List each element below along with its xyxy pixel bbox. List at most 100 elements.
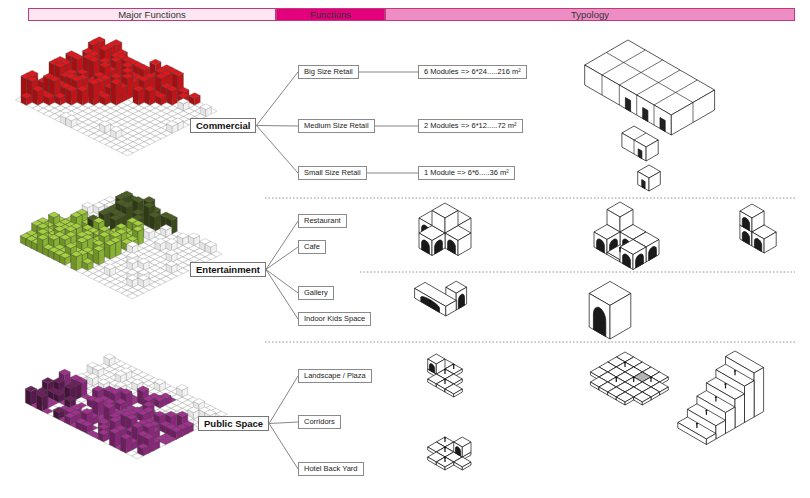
map-cell [65, 226, 76, 232]
gallery-typology [415, 281, 467, 316]
map-cell [115, 399, 126, 405]
door-opening [638, 149, 642, 159]
typology-face [638, 172, 649, 192]
map-cell [77, 69, 88, 75]
backyard-typology [428, 437, 471, 470]
person-figure [444, 371, 445, 374]
map-cell [98, 379, 109, 385]
map-cell [122, 62, 133, 68]
row-separator [360, 272, 795, 273]
arch-opening [421, 297, 440, 313]
map-cell [116, 82, 122, 106]
map-cell [160, 225, 171, 231]
typology-face [754, 368, 764, 418]
map-cell [99, 45, 110, 51]
person-figure [453, 364, 455, 366]
map-cell [65, 383, 76, 389]
arch-block-typology [740, 204, 776, 253]
typology-face [660, 387, 669, 395]
typology-face [608, 392, 617, 400]
map-cell [55, 62, 66, 68]
typology-face [454, 389, 463, 397]
typology-face [633, 247, 646, 270]
map-cell [60, 234, 71, 240]
typology-edge [636, 95, 637, 115]
map-cell [154, 396, 165, 402]
arch-opening [448, 240, 456, 254]
typology-face [752, 232, 764, 253]
typology-face [651, 392, 660, 400]
section-separator [265, 342, 795, 343]
typology-face [432, 211, 445, 234]
map-cell [110, 215, 121, 221]
map-cell [137, 410, 148, 416]
map-cell [71, 54, 82, 60]
arch-opening [636, 254, 644, 268]
map-cell [65, 396, 76, 402]
map-cell [139, 76, 150, 82]
person-figure [624, 364, 625, 367]
typology-face [432, 233, 445, 256]
map-cell [82, 258, 93, 264]
map-cell [137, 386, 148, 392]
map-cell [167, 86, 178, 92]
typology-edge [602, 75, 603, 95]
arch-opening [422, 240, 430, 254]
door-opening [660, 118, 665, 132]
map-cell [132, 453, 143, 459]
map-cell [42, 378, 53, 384]
typology-face [625, 397, 634, 405]
map-cell [66, 115, 77, 121]
typology-face [445, 389, 454, 397]
person-figure [705, 410, 707, 412]
map-cell [143, 434, 154, 440]
map-cell [49, 76, 60, 82]
arch-opening [649, 247, 657, 261]
map-cell [189, 93, 200, 99]
map-cell [111, 79, 122, 85]
map-cell [115, 371, 126, 377]
typology-face [590, 382, 599, 390]
restaurant-typology [419, 203, 471, 256]
typology-face [634, 397, 643, 405]
person-figure [624, 362, 626, 364]
person-figure [650, 379, 651, 382]
typology-face [436, 359, 445, 374]
door-opening [642, 180, 645, 189]
typology-face [446, 300, 456, 316]
map-cell [88, 40, 99, 46]
map-cell [166, 215, 177, 221]
person-figure [734, 370, 736, 372]
map-cell [188, 233, 199, 239]
arch-opening [742, 232, 749, 245]
person-figure [429, 301, 431, 303]
typology-face [649, 172, 660, 192]
map-cell [32, 86, 43, 92]
typology-edge [654, 105, 655, 125]
map-cell [144, 227, 155, 233]
map-cell [71, 212, 82, 218]
person-figure [619, 247, 621, 249]
arch-opening [742, 218, 749, 231]
map-cell [93, 365, 104, 371]
typology-edge [693, 103, 694, 123]
typology-face [599, 387, 608, 395]
person-figure [425, 247, 426, 250]
map-cell [98, 418, 109, 424]
map-cell [139, 65, 150, 71]
map-cell [155, 93, 166, 99]
person-figure [650, 377, 652, 379]
typology-face [436, 384, 445, 392]
arch-opening [623, 254, 631, 268]
map-cell [127, 241, 138, 247]
map-cell [144, 86, 155, 92]
map-cell [166, 239, 177, 245]
map-cell [104, 240, 115, 246]
map-cell [109, 417, 120, 423]
map-cell [155, 239, 166, 245]
map-cell [65, 243, 76, 249]
person-figure [633, 379, 634, 382]
map-cell [143, 422, 154, 428]
